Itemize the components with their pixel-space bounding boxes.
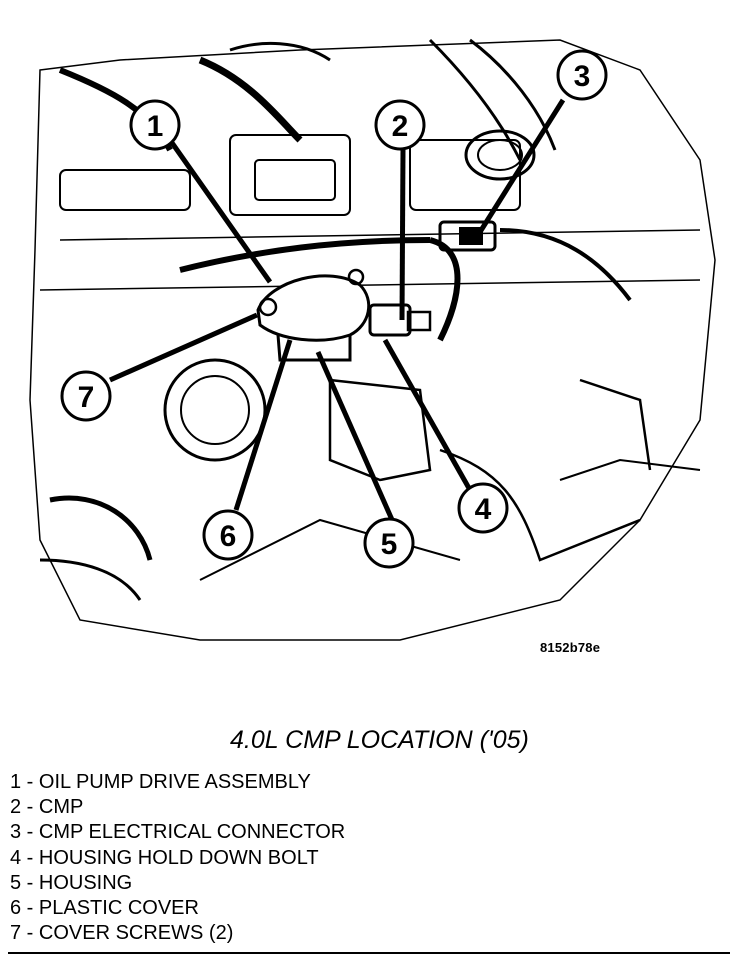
svg-text:3: 3 xyxy=(574,60,591,93)
svg-text:1: 1 xyxy=(147,110,164,143)
legend-item-5: 5 - HOUSING xyxy=(10,871,133,894)
callout-6: 6 xyxy=(202,509,254,561)
leader-lines xyxy=(108,98,566,524)
bottom-rule xyxy=(8,952,730,954)
svg-text:6: 6 xyxy=(220,520,237,553)
legend-item-4: 4 - HOUSING HOLD DOWN BOLT xyxy=(10,846,319,869)
legend-list: 1 - OIL PUMP DRIVE ASSEMBLY 2 - CMP 3 - … xyxy=(10,770,345,946)
svg-text:2: 2 xyxy=(392,110,409,143)
legend-item-6: 6 - PLASTIC COVER xyxy=(10,897,199,920)
legend-item-7: 7 - COVER SCREWS (2) xyxy=(10,922,234,945)
leader-line-7 xyxy=(108,312,259,383)
legend-item-3: 3 - CMP ELECTRICAL CONNECTOR xyxy=(10,821,346,844)
svg-text:4: 4 xyxy=(475,493,492,526)
callout-4: 4 xyxy=(457,482,509,534)
callout-2: 2 xyxy=(374,99,426,151)
svg-text:5: 5 xyxy=(381,528,398,561)
leader-line-5 xyxy=(315,350,396,524)
engine-diagram: 1 2 3 4 5 6 7 xyxy=(29,38,716,641)
leader-line-6 xyxy=(233,339,293,511)
callout-3: 3 xyxy=(556,49,608,101)
callout-1: 1 xyxy=(129,99,181,151)
callout-7: 7 xyxy=(60,370,112,422)
leader-line-2 xyxy=(399,149,406,321)
figure-code: 8152b78e xyxy=(540,640,601,655)
legend-item-2: 2 - CMP xyxy=(10,796,84,819)
legend-item-1: 1 - OIL PUMP DRIVE ASSEMBLY xyxy=(10,771,311,793)
leader-line-3 xyxy=(477,98,566,234)
svg-text:7: 7 xyxy=(78,381,95,414)
engine-line-art xyxy=(29,38,716,641)
leader-line-4 xyxy=(382,338,473,492)
callout-5: 5 xyxy=(363,517,415,569)
leader-line-1 xyxy=(167,138,273,284)
figure-caption: 4.0L CMP LOCATION ('05) xyxy=(230,726,529,754)
